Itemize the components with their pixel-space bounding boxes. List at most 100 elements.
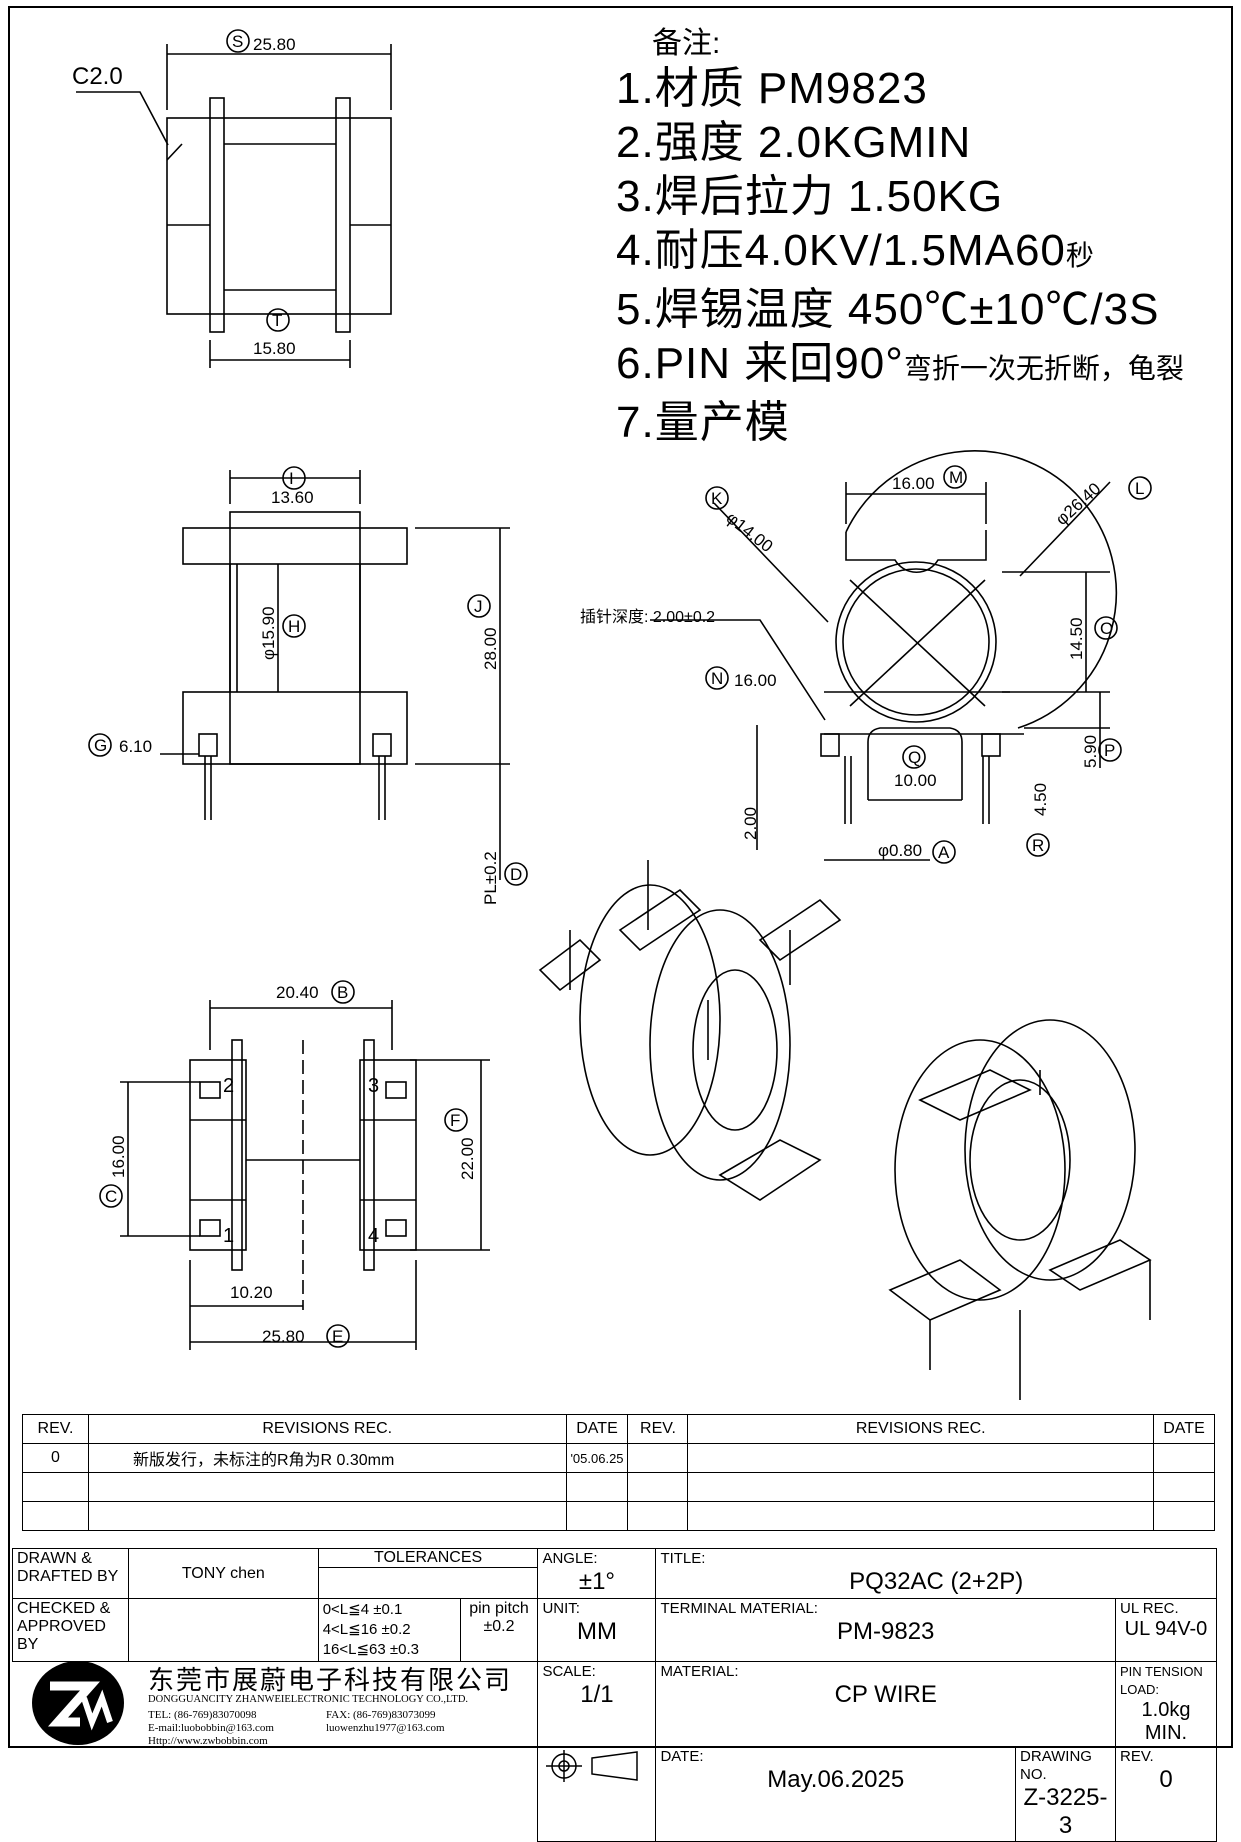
checked-by <box>127 1598 319 1662</box>
note-1: 1.材质 PM9823 <box>616 64 928 113</box>
note-5: 5.焊锡温度 450℃±10℃/3S <box>616 285 1160 334</box>
notes-block: 备注: 1.材质 PM9823 2.强度 2.0KGMIN 3.焊后拉力 1.5… <box>616 18 1216 450</box>
bottom-view <box>99 980 490 1350</box>
notes-header: 备注: <box>652 27 721 60</box>
label-e: E <box>332 1327 343 1346</box>
label-l: L <box>1135 479 1144 498</box>
dim-k: φ14.00 <box>723 508 777 556</box>
tolerance-cell: TOLERANCES <box>317 1548 539 1599</box>
rev-cell: REV.0 <box>1114 1746 1218 1842</box>
note-6: 6.PIN 来回90°弯折一次无折断，龟裂 <box>616 339 1184 388</box>
company-email-1: E-mail:luobobbin@163.com <box>148 1722 274 1734</box>
label-r: R <box>1032 836 1044 855</box>
company-email-2: luowenzhu1977@163.com <box>326 1722 445 1734</box>
pin-tension-cell: PIN TENSION LOAD:1.0kg MIN. <box>1114 1661 1218 1747</box>
drawn-by: TONY chen <box>127 1548 319 1599</box>
revisions-table: REV. REVISIONS REC. DATE REV. REVISIONS … <box>22 1414 1216 1531</box>
company-tel: TEL: (86-769)83070098 <box>148 1709 257 1721</box>
label-k: K <box>711 489 723 508</box>
date-header: DATE <box>565 1414 629 1444</box>
isometric-view-1 <box>538 860 842 1201</box>
dim-r: 4.50 <box>1031 783 1050 816</box>
label-m: M <box>949 468 963 487</box>
dim-half: 10.20 <box>230 1283 273 1302</box>
rev-1: 0 <box>22 1443 89 1473</box>
label-h: H <box>288 617 300 636</box>
company-name-en: DONGGUANCITY ZHANWEIELECTRONIC TECHNOLOG… <box>148 1694 469 1705</box>
drawing-no-cell: DRAWING NO.Z-3225-3 <box>1015 1746 1116 1842</box>
company-fax: FAX: (86-769)83073099 <box>326 1709 436 1721</box>
unit-cell: UNIT:MM <box>537 1598 657 1662</box>
label-j: J <box>474 597 483 616</box>
label-c: C <box>105 1187 117 1206</box>
front-view <box>650 450 1152 864</box>
scale-cell: SCALE:1/1 <box>537 1661 657 1747</box>
label-n: N <box>711 669 723 688</box>
rec-header: REVISIONS REC. <box>87 1414 567 1444</box>
note-7: 7.量产模 <box>616 398 790 447</box>
company-logo <box>32 1661 124 1745</box>
dim-depth: 插针深度: 2.00±0.2 <box>580 608 715 626</box>
pin-4: 4 <box>368 1225 379 1247</box>
date-header-2: DATE <box>1152 1414 1216 1444</box>
rev-header: REV. <box>22 1414 89 1444</box>
projection-symbol <box>537 1746 657 1842</box>
date-cell: DATE:May.06.2025 <box>655 1746 1017 1842</box>
dim-f: 22.00 <box>458 1137 477 1180</box>
pin-1: 1 <box>223 1225 234 1247</box>
note-4: 4.耐压4.0KV/1.5MA60秒 <box>616 226 1094 275</box>
pin-pitch: pin pitch±0.2 <box>459 1598 539 1662</box>
checked-label: CHECKED & APPROVED BY <box>12 1598 129 1662</box>
label-t: T <box>272 311 282 330</box>
label-q: Q <box>908 748 921 767</box>
angle-cell: ANGLE:±1° <box>537 1548 657 1599</box>
technical-drawing: 25.80 C2.0 15.80 S T 13.60 φ15.90 28.00 … <box>72 29 1152 1400</box>
dim-s: 25.80 <box>253 35 296 54</box>
dim-e: 25.80 <box>262 1327 305 1346</box>
dim-q: 10.00 <box>894 771 937 790</box>
dim-c2: C2.0 <box>72 63 123 90</box>
label-p: P <box>1104 741 1115 760</box>
dim-h: φ15.90 <box>259 606 278 660</box>
label-o: O <box>1100 619 1113 638</box>
side-view <box>88 466 528 886</box>
dim-b: 20.40 <box>276 983 319 1002</box>
dim-c: 16.00 <box>109 1135 128 1178</box>
top-view <box>76 29 392 368</box>
date-1: '05.06.25 <box>565 1443 629 1473</box>
dim-m: 16.00 <box>892 474 935 493</box>
title-cell: TITLE:PQ32AC (2+2P) <box>655 1548 1217 1599</box>
pin-2: 2 <box>223 1075 234 1097</box>
dim-g: 6.10 <box>119 737 152 756</box>
label-d: D <box>510 865 522 884</box>
material-cell: MATERIAL:CP WIRE <box>655 1661 1116 1747</box>
dim-j: 28.00 <box>481 627 500 670</box>
company-name-cn: 东莞市展蔚电子科技有限公司 <box>148 1665 513 1695</box>
company-block: 东莞市展蔚电子科技有限公司 DONGGUANCITY ZHANWEIELECTR… <box>14 1656 554 1748</box>
note-3: 3.焊后拉力 1.50KG <box>616 172 1004 221</box>
dim-d: PL±0.2 <box>481 851 500 905</box>
drawn-label: DRAWN & DRAFTED BY <box>12 1548 129 1599</box>
terminal-cell: TERMINAL MATERIAL:PM-9823 <box>655 1598 1116 1662</box>
rec-1: 新版发行，未标注的R角为R 0.30mm <box>87 1443 567 1473</box>
label-f: F <box>450 1111 460 1130</box>
label-i: I <box>289 469 294 488</box>
company-web: Http://www.zwbobbin.com <box>148 1735 268 1747</box>
dim-o: 14.50 <box>1067 617 1086 660</box>
dim-a: φ0.80 <box>878 841 922 860</box>
dim-t: 15.80 <box>253 339 296 358</box>
ul-cell: UL REC.UL 94V-0 <box>1114 1598 1218 1662</box>
dim-two: 2.00 <box>741 807 760 840</box>
label-a: A <box>938 843 950 862</box>
dim-p: 5.90 <box>1081 735 1100 768</box>
isometric-view-2 <box>888 1019 1152 1400</box>
dim-n: 16.00 <box>734 671 777 690</box>
rev-header-2: REV. <box>627 1414 689 1444</box>
rec-header-2: REVISIONS REC. <box>687 1414 1154 1444</box>
label-g: G <box>94 736 107 755</box>
pin-3: 3 <box>368 1075 379 1097</box>
label-b: B <box>337 983 348 1002</box>
label-s: S <box>232 32 243 51</box>
note-2: 2.强度 2.0KGMIN <box>616 118 972 167</box>
